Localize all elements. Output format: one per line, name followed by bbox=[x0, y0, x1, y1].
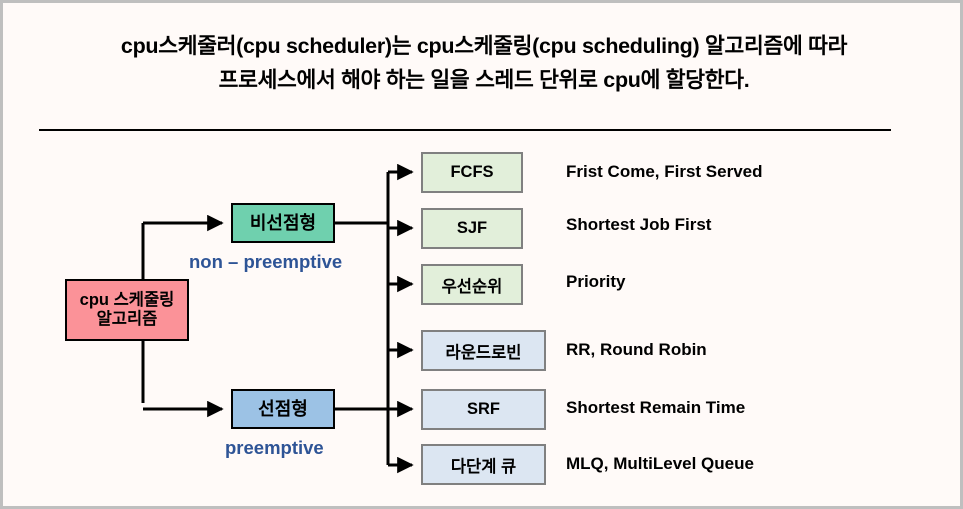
sublabel-preemptive: preemptive bbox=[225, 437, 324, 458]
description-priority: Priority bbox=[566, 272, 626, 291]
node-non-preemptive[interactable]: 비선점형 bbox=[231, 203, 335, 243]
leaf-box-multilevel-queue[interactable]: 다단계 큐 bbox=[421, 444, 546, 485]
description-sjf: Shortest Job First bbox=[566, 215, 712, 234]
node-cpu-scheduling-algorithm[interactable]: cpu 스케줄링 알고리즘 bbox=[65, 279, 189, 341]
description-round-robin: RR, Round Robin bbox=[566, 340, 707, 359]
description-srf: Shortest Remain Time bbox=[566, 398, 746, 417]
leaf-box-srf[interactable]: SRF bbox=[421, 389, 546, 430]
title-line-2: 프로세스에서 해야 하는 일을 스레드 단위로 cpu에 할당한다. bbox=[218, 68, 750, 92]
sublabel-non-preemptive: non – preemptive bbox=[189, 251, 343, 272]
title-line-1: cpu스케줄러(cpu scheduler)는 cpu스케줄링(cpu sche… bbox=[120, 34, 848, 58]
description-multilevel-queue: MLQ, MultiLevel Queue bbox=[566, 454, 754, 473]
page-title: cpu스케줄러(cpu scheduler)는 cpu스케줄링(cpu sche… bbox=[39, 29, 929, 97]
leaf-box-priority[interactable]: 우선순위 bbox=[421, 264, 523, 305]
leaf-box-round-robin[interactable]: 라운드로빈 bbox=[421, 330, 546, 371]
node-preemptive[interactable]: 선점형 bbox=[231, 389, 335, 429]
leaf-box-sjf[interactable]: SJF bbox=[421, 208, 523, 249]
root-label-line-1: cpu 스케줄링 bbox=[79, 291, 175, 310]
root-label-line-2: 알고리즘 bbox=[96, 310, 158, 328]
leaf-box-fcfs[interactable]: FCFS bbox=[421, 152, 523, 193]
title-divider bbox=[39, 129, 891, 131]
description-fcfs: Frist Come, First Served bbox=[566, 162, 763, 181]
